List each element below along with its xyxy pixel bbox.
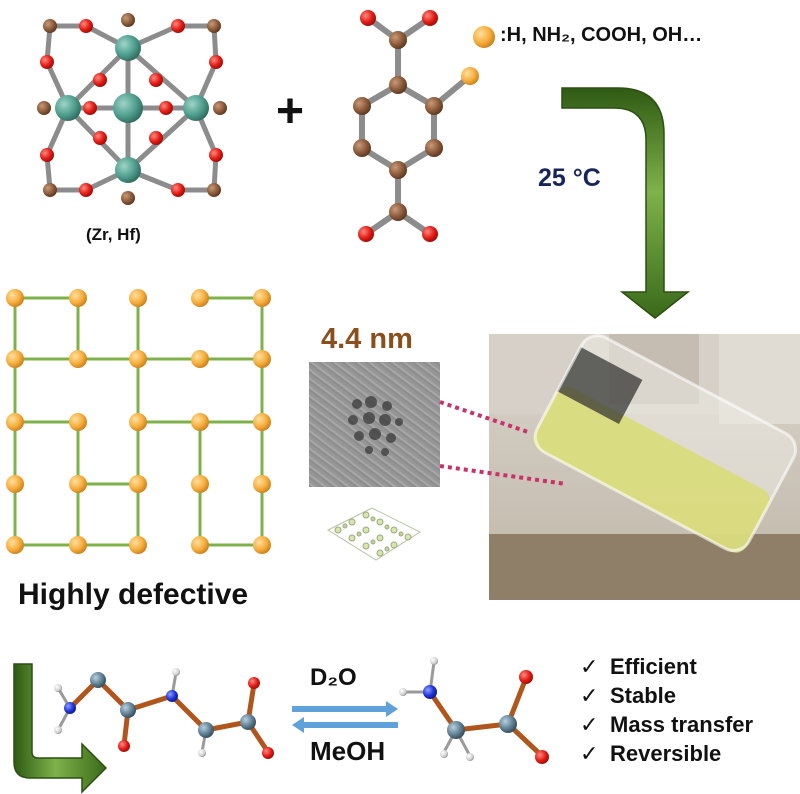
metals-label: (Zr, Hf) [86,225,141,244]
check-icon: ✓ [580,712,599,737]
nanocrystal-model [326,507,422,561]
linker-model [359,15,472,237]
feature-item: ✓Mass transfer [580,712,754,737]
cluster-atoms [37,13,227,205]
particle-size-label: 4.4 nm [321,323,413,355]
plus-sign: + [276,85,305,138]
tem-image [309,362,440,487]
reaction-arrow [561,87,691,319]
molecule-atoms-right [399,657,549,764]
exchange-reverse-label: MeOH [310,736,386,766]
exchange-forward-label: D₂O [310,664,357,691]
feature-item: ✓Stable [580,683,677,708]
feature-item: ✓Reversible [580,741,722,766]
linker-atoms [353,10,479,242]
follow-arrow [13,663,108,794]
vial-photo [489,334,800,600]
framework-nodes [6,289,271,554]
feature-list: ✓Efficient ✓Stable ✓Mass transfer ✓Rever… [580,652,753,768]
check-icon: ✓ [580,683,599,708]
exchange-arrows [292,701,398,733]
check-icon: ✓ [580,741,599,766]
framework-caption: Highly defective [18,578,249,611]
molecule-atoms-left [54,668,274,759]
substituent-legend: :H, NH₂, COOH, OH… [500,24,703,46]
check-icon: ✓ [580,654,599,679]
feature-item: ✓Efficient [580,654,697,679]
substituent-marker [473,26,495,48]
temperature-label: 25 °C [538,164,601,192]
deprotonated-molecule [56,671,271,755]
